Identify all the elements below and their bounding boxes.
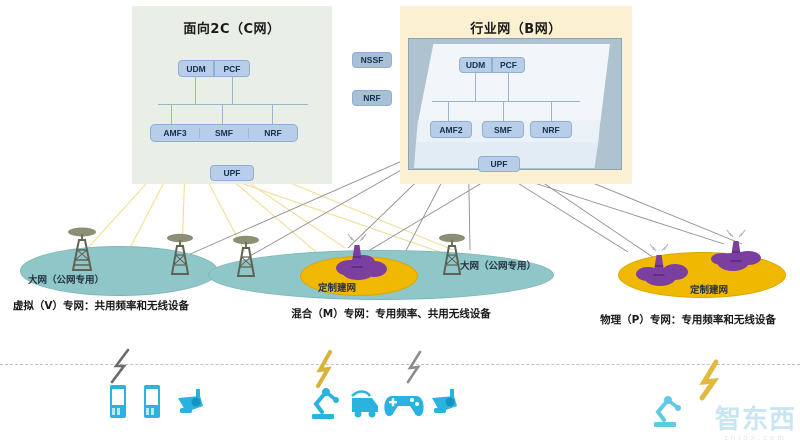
b-node-upf[interactable]: UPF bbox=[478, 156, 520, 172]
watermark-text-en: zhidx.com bbox=[724, 434, 787, 442]
zone-label-public-left: 大网（公网专用） bbox=[28, 275, 105, 286]
caption-virtual-network: 虚拟（V）专网：共用频率和无线设备 bbox=[12, 300, 190, 312]
b-link-udm bbox=[475, 73, 476, 101]
b-node-nrf[interactable]: NRF bbox=[530, 121, 572, 138]
c-node-amf3[interactable]: AMF3 bbox=[163, 128, 187, 138]
zone-label-public-middle: 大网（公网专用） bbox=[460, 261, 537, 272]
divider bbox=[248, 128, 249, 138]
phone-icon bbox=[110, 385, 126, 418]
gamepad-icon bbox=[384, 396, 424, 417]
b-link-smf bbox=[503, 101, 504, 121]
zone-label-custom-right: 定制建网 bbox=[690, 285, 729, 296]
camera-icon bbox=[432, 389, 457, 413]
lightning-icon bbox=[110, 348, 130, 384]
watermark-text-cn: 智东西 bbox=[714, 405, 796, 435]
b-node-udm[interactable]: UDM bbox=[459, 57, 492, 73]
caption-hybrid-network: 混合（M）专网：专用频率、共用无线设备 bbox=[291, 308, 491, 320]
panel-industry-title: 行业网（B网） bbox=[470, 22, 562, 37]
camera-icon bbox=[178, 389, 203, 413]
b-link-pcf bbox=[508, 73, 509, 101]
watermark: 智东西 zhidx.com bbox=[715, 407, 796, 442]
shared-node-nrf[interactable]: NRF bbox=[352, 90, 392, 106]
c-node-smf[interactable]: SMF bbox=[215, 128, 233, 138]
c-bus-line bbox=[158, 104, 308, 105]
b-bus-line bbox=[432, 101, 580, 102]
b-link-amf bbox=[448, 101, 449, 121]
lightning-icon bbox=[406, 350, 422, 384]
c-link-nrf bbox=[272, 104, 273, 124]
tower-icon-group-purple bbox=[347, 229, 746, 283]
c-node-pcf[interactable]: PCF bbox=[214, 60, 250, 77]
tower-icon-group-grey bbox=[68, 227, 465, 277]
lightning-icon bbox=[699, 359, 720, 401]
zone-label-custom-middle: 定制建网 bbox=[318, 283, 357, 294]
lightning-icon bbox=[316, 350, 332, 388]
section-divider bbox=[0, 364, 800, 365]
b-node-smf[interactable]: SMF bbox=[482, 121, 524, 138]
vehicle-icon bbox=[351, 390, 378, 418]
c-node-nrf[interactable]: NRF bbox=[264, 128, 282, 138]
shared-node-nssf[interactable]: NSSF bbox=[352, 52, 392, 68]
b-link-nrf bbox=[551, 101, 552, 121]
panel-2c-title: 面向2C（C网） bbox=[183, 22, 281, 37]
c-link-pcf bbox=[232, 77, 233, 104]
b-node-pcf[interactable]: PCF bbox=[492, 57, 525, 73]
robot-arm-icon bbox=[654, 396, 681, 427]
c-node-strip: AMF3 SMF NRF bbox=[150, 124, 298, 142]
phone-icon bbox=[144, 385, 160, 418]
c-link-udm bbox=[195, 77, 196, 104]
robot-arm-icon bbox=[312, 388, 339, 419]
b-node-amf2[interactable]: AMF2 bbox=[430, 121, 472, 138]
c-link-amf bbox=[171, 104, 172, 124]
c-node-upf[interactable]: UPF bbox=[210, 165, 254, 181]
c-link-smf bbox=[222, 104, 223, 124]
c-node-udm[interactable]: UDM bbox=[178, 60, 214, 77]
caption-physical-network: 物理（P）专网：专用频率和无线设备 bbox=[600, 314, 776, 326]
divider bbox=[199, 128, 200, 138]
